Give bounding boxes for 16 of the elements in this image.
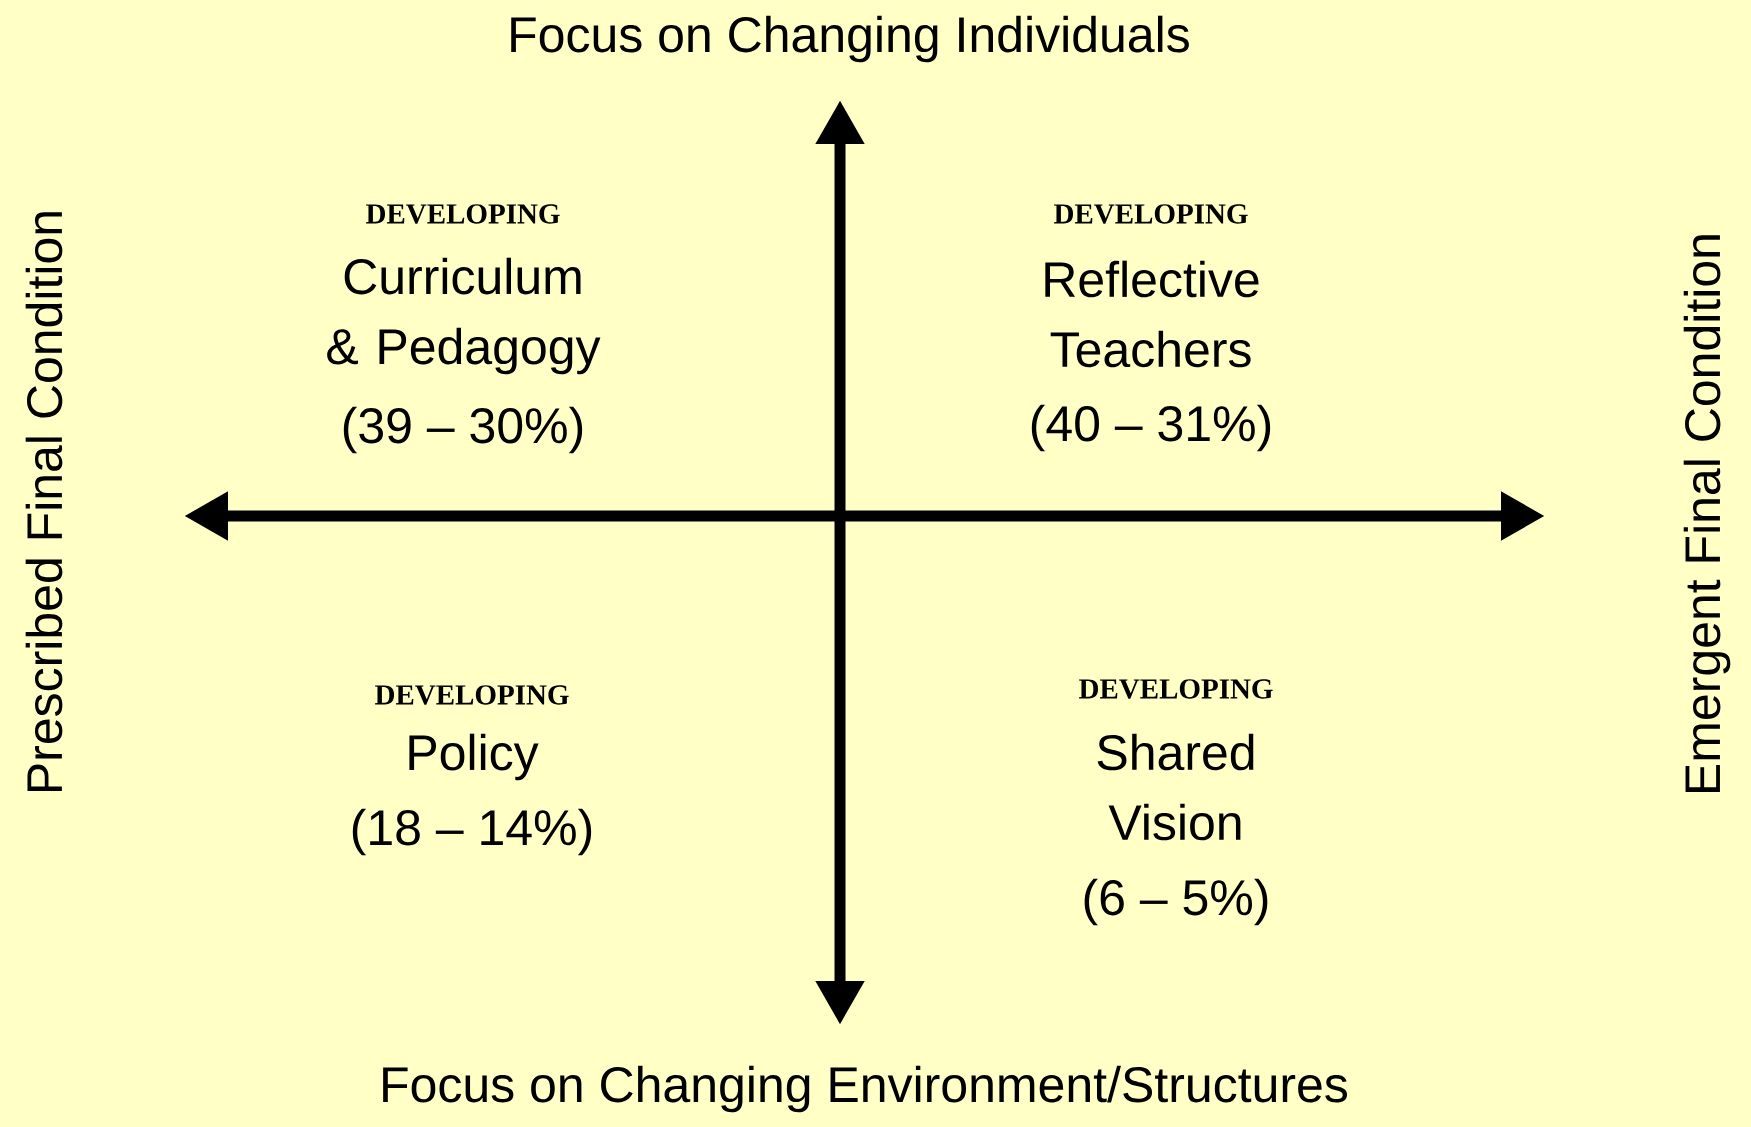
axis-label: Focus on Changing Environment/Structures [383, 1065, 1347, 1113]
category-heading: DEVELOPING [366, 204, 560, 224]
quadrant-label: Shared Vision [1097, 733, 1254, 841]
quadrant-label: Policy [409, 733, 539, 781]
quadrant-label: (40 – 31%) [1031, 404, 1271, 452]
axis-label: Focus on Changing Individuals [511, 15, 1189, 63]
axis-label: Prescribed Final Condition [25, 212, 63, 792]
category-heading: DEVELOPING [1054, 204, 1248, 224]
quadrant-label: Curriculum & Pedagogy [327, 257, 601, 375]
category-heading: DEVELOPING [375, 685, 569, 705]
quadrant-label: (39 – 30%) [343, 406, 583, 454]
axis-label: Emergent Final Condition [1683, 235, 1731, 792]
quadrant-label: Reflective Teachers [1045, 260, 1259, 368]
quadrant-label: (18 – 14%) [352, 808, 592, 856]
quadrant-label: (6 – 5%) [1084, 878, 1268, 926]
category-heading: DEVELOPING [1079, 679, 1273, 699]
